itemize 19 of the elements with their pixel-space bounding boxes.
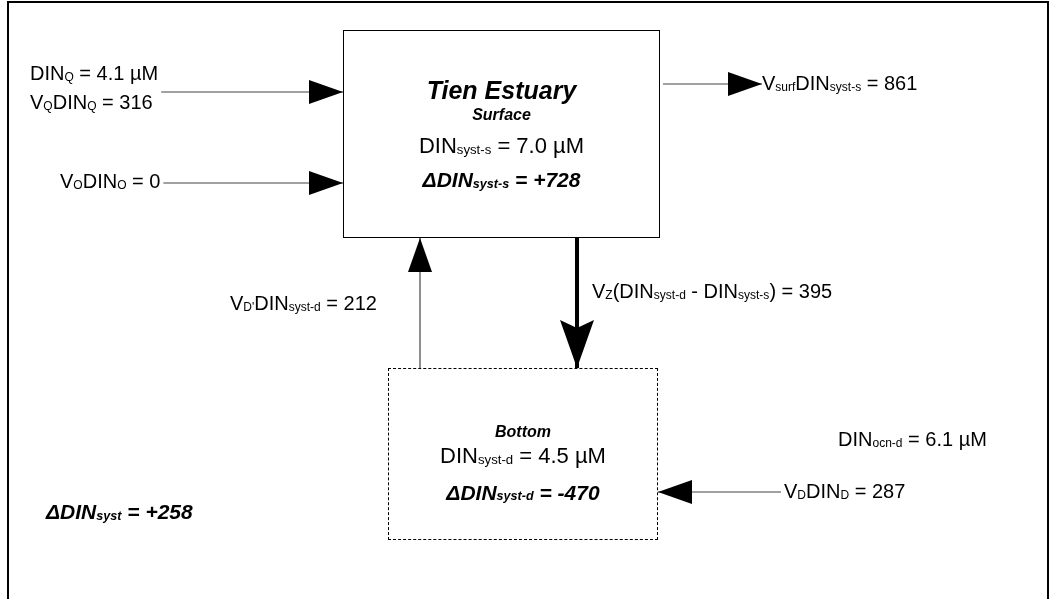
budget-text: ΔDIN$_{syst-s}$ = +728 (422, 168, 581, 193)
flux-text: V$_{surf}$DIN$_{syst-s}$ = 861 (762, 72, 918, 95)
flux-text: V$_{O}$DIN$_{O}$ = 0 (60, 170, 161, 193)
flux-text: V$_{D}$DIN$_{D}$ = 287 (784, 480, 906, 503)
layer-name: Surface (472, 106, 531, 125)
flux-arrow (160, 80, 344, 104)
layer-name: Bottom (495, 423, 551, 442)
bottom-layer-box (388, 368, 658, 540)
flux-arrow (560, 238, 594, 368)
flux-arrow (662, 72, 763, 96)
flux-arrow (657, 480, 782, 504)
flux-text: V$_{Q}$DIN$_{Q}$ = 316 (30, 91, 154, 114)
flux-arrow (408, 237, 432, 369)
box-title: Tien Estuary (426, 75, 577, 105)
budget-text: ΔDIN$_{syst-d}$ = -470 (446, 480, 600, 505)
edge-label: V$_{Z}$(DIN$_{syst-d}$ - DIN$_{syst-s}$) = 395 (590, 280, 835, 303)
flux-text: DIN$_{Q}$ = 4.1 µM (30, 62, 159, 85)
surface-layer-box (343, 30, 660, 238)
flux-arrow (162, 171, 344, 195)
